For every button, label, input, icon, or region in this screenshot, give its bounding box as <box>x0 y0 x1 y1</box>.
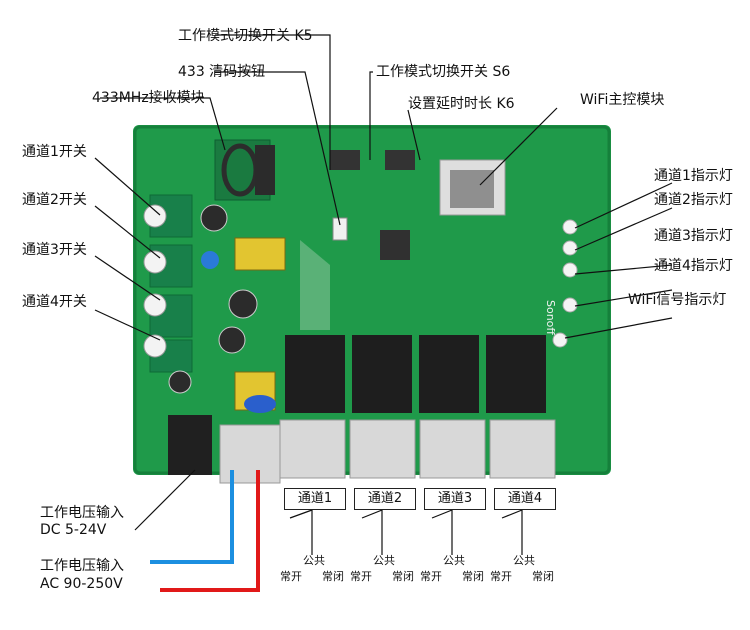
indicator-leds <box>552 219 578 348</box>
channel1-name: 通道1 <box>284 488 346 510</box>
brand-logo: Sonoff <box>544 300 557 335</box>
callout-lines <box>94 34 673 531</box>
channel3-button[interactable] <box>143 293 167 317</box>
dip-switch-s6 <box>385 150 415 170</box>
ch4-nc: 常闭 <box>532 570 554 583</box>
label-ac-title: 工作电压输入 <box>40 558 124 574</box>
ac-wire-blue <box>150 470 234 564</box>
label-wifi-led: WiFi信号指示灯 <box>628 292 727 308</box>
channel1-button[interactable] <box>143 204 167 228</box>
dip-switch-k5 <box>330 150 360 170</box>
label-dc-title: 工作电压输入 <box>40 505 124 521</box>
terminals <box>219 419 556 484</box>
channel2-button[interactable] <box>143 250 167 274</box>
ch3-nc: 常闭 <box>462 570 484 583</box>
ch2-common: 公共 <box>373 554 395 567</box>
dc-jack <box>168 415 212 475</box>
channel4-button[interactable] <box>143 334 167 358</box>
label-dc-range: DC 5-24V <box>40 522 107 538</box>
label-channel2-switch: 通道2开关 <box>22 192 87 208</box>
ch1-no: 常开 <box>280 570 302 583</box>
ch2-nc: 常闭 <box>392 570 414 583</box>
ch4-common: 公共 <box>513 554 535 567</box>
label-channel1-led: 通道1指示灯 <box>654 168 733 184</box>
label-s6: 工作模式切换开关 S6 <box>376 64 511 80</box>
ch4-no: 常开 <box>490 570 512 583</box>
label-channel3-switch: 通道3开关 <box>22 242 87 258</box>
channel4-name: 通道4 <box>494 488 556 510</box>
channel3-name: 通道3 <box>424 488 486 510</box>
label-channel4-led: 通道4指示灯 <box>654 258 733 274</box>
relays <box>285 335 546 413</box>
ch2-no: 常开 <box>350 570 372 583</box>
label-ac-range: AC 90-250V <box>40 576 123 592</box>
label-k6: 设置延时时长 K6 <box>408 96 515 112</box>
switch-diagrams <box>289 509 523 555</box>
ch1-common: 公共 <box>303 554 325 567</box>
label-channel4-switch: 通道4开关 <box>22 294 87 310</box>
label-channel1-switch: 通道1开关 <box>22 144 87 160</box>
label-rf-module: 433MHz接收模块 <box>92 90 205 106</box>
label-channel2-led: 通道2指示灯 <box>654 192 733 208</box>
label-clear-button: 433 清码按钮 <box>178 64 266 80</box>
rf-module <box>214 139 275 201</box>
label-k5: 工作模式切换开关 K5 <box>178 28 313 44</box>
ac-wire-red <box>160 470 260 592</box>
ch3-common: 公共 <box>443 554 465 567</box>
label-channel3-led: 通道3指示灯 <box>654 228 733 244</box>
ch3-no: 常开 <box>420 570 442 583</box>
ch1-nc: 常闭 <box>322 570 344 583</box>
label-wifi-module: WiFi主控模块 <box>580 92 665 108</box>
clear-button <box>332 217 348 241</box>
channel2-name: 通道2 <box>354 488 416 510</box>
channel-buttons <box>143 194 193 373</box>
